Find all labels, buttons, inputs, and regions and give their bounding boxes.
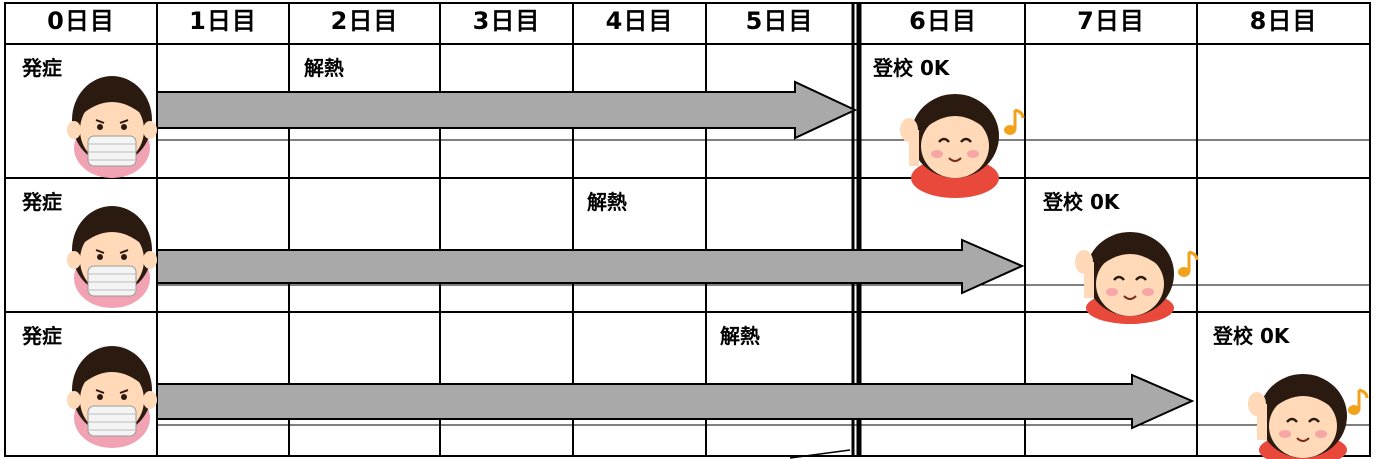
fever-down-label: 解熱 [587, 190, 627, 214]
onset-label: 発症 [22, 190, 62, 214]
day-header-4: 4日目 [605, 7, 674, 35]
day-header-6: 6日目 [909, 7, 977, 35]
sick-girl-mask-icon [67, 206, 157, 308]
music-note-icon [1004, 108, 1025, 135]
day-header-7: 7日目 [1077, 7, 1145, 35]
happy-girl-icon [900, 94, 999, 198]
onset-label: 発症 [22, 56, 62, 80]
arrow-icon [156, 373, 1195, 430]
onset-label: 発症 [22, 324, 62, 348]
arrow-icon [156, 80, 858, 140]
happy-girl-icon [1075, 232, 1174, 324]
music-note-icon [1348, 388, 1369, 415]
day-header-0: 0日目 [47, 7, 115, 35]
day-header-3: 3日目 [472, 7, 541, 35]
school-ok-label: 登校 0K [873, 56, 950, 80]
arrow-icon [156, 238, 1025, 295]
sick-girl-mask-icon [67, 76, 157, 178]
day-header-5: 5日目 [745, 7, 814, 35]
fever-down-label: 解熱 [720, 324, 760, 348]
day-header-8: 8日目 [1249, 7, 1318, 35]
fever-down-label: 解熱 [304, 56, 344, 80]
school-ok-label: 登校 0K [1043, 190, 1120, 214]
day-header-2: 2日目 [330, 7, 399, 35]
sick-girl-mask-icon [67, 346, 157, 448]
music-note-icon [1178, 250, 1199, 277]
school-ok-label: 登校 0K [1213, 324, 1290, 348]
happy-girl-icon [1248, 374, 1347, 459]
day-header-1: 1日目 [189, 7, 257, 35]
